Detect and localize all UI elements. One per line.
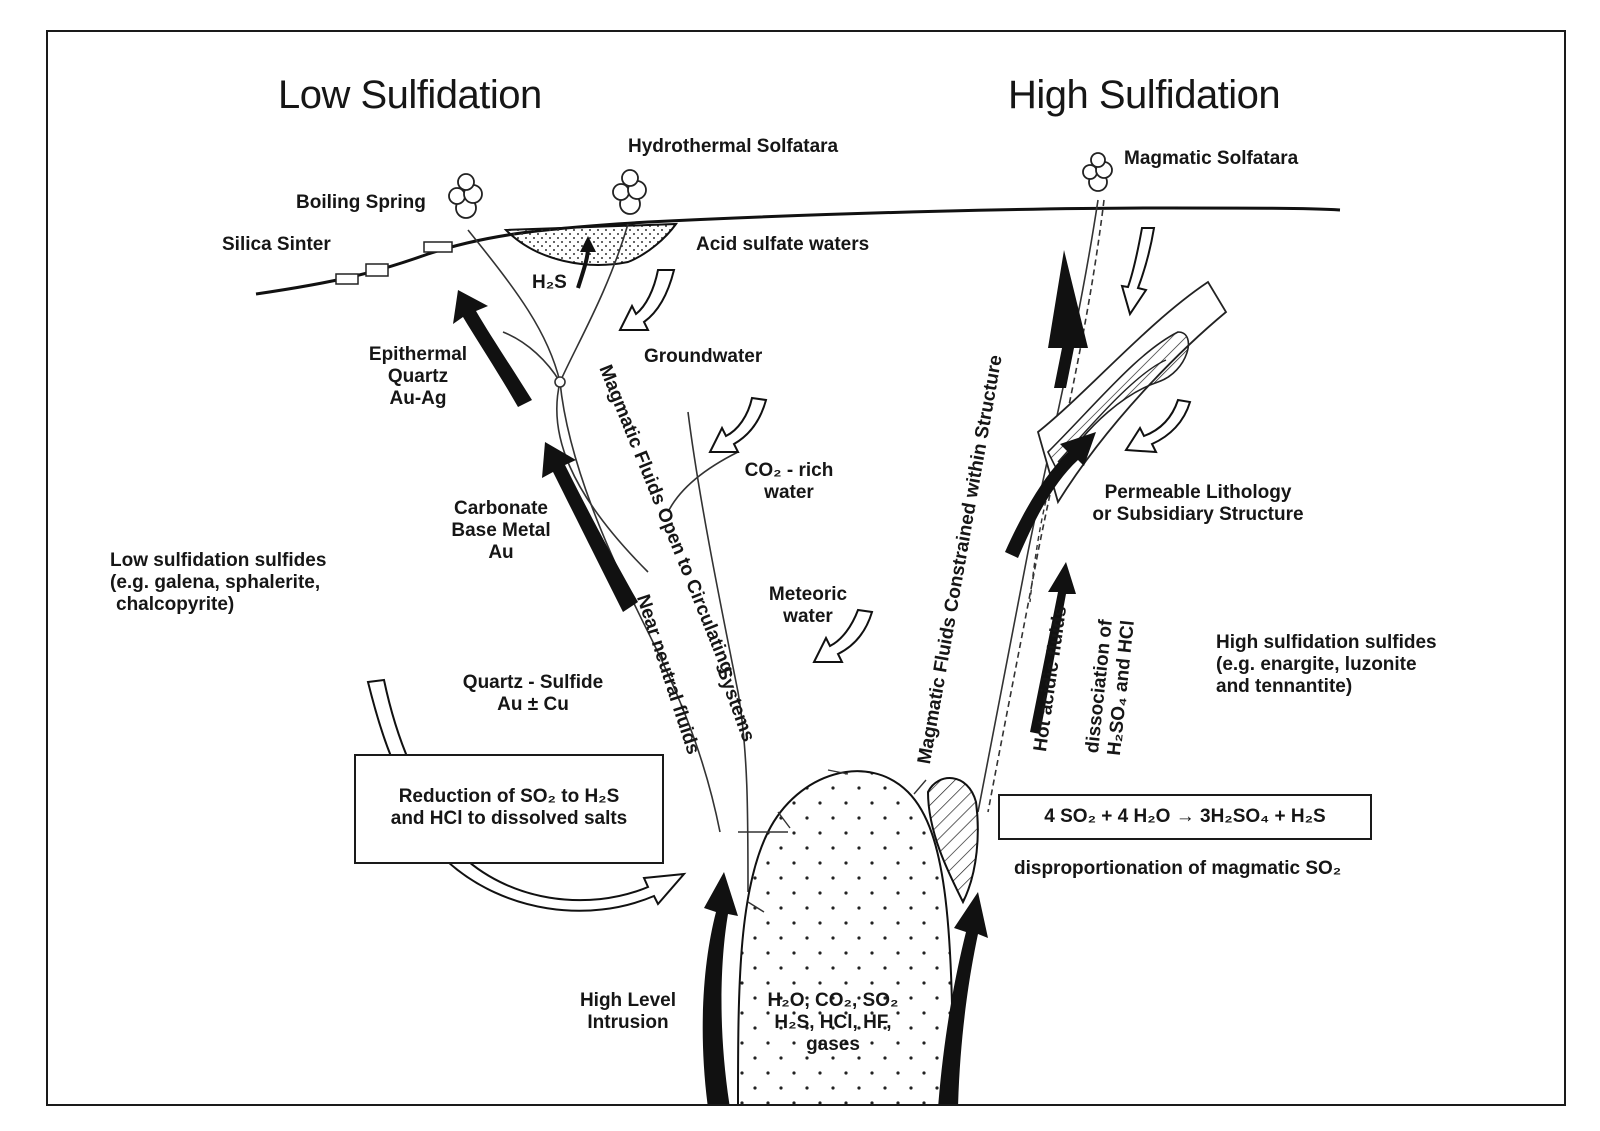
high-level-intrusion (737, 770, 954, 1104)
low-sulfidation-title: Low Sulfidation (278, 73, 542, 117)
high-level-line-1: High Level (579, 990, 677, 1011)
epithermal-line-3: Au-Ag (389, 387, 447, 409)
quartz-sulfide-line-1: Quartz - Sulfide (462, 672, 604, 693)
co2-line-1: CO₂ - rich (744, 460, 834, 481)
reduction-line-2: and HCl to dissolved salts (390, 807, 628, 829)
silica-sinter-blocks (335, 241, 453, 285)
steam-plumes (448, 152, 1113, 219)
equation-text: 4 SO₂ + 4 H₂O → 3H₂SO₄ + H₂S (1044, 806, 1326, 827)
epithermal-label: Epithermal Quartz Au-Ag (358, 344, 478, 410)
groundwater-label: Groundwater (644, 346, 763, 367)
low-sulfides-line-2: (e.g. galena, sphalerite, (110, 571, 321, 593)
carbonate-line-3: Au (488, 541, 514, 563)
sulfidation-diagram-drawing (255, 152, 1341, 1104)
low-sulfidation-conduits (467, 223, 749, 893)
hatched-dome (926, 777, 979, 905)
low-sulfides-line-3: chalcopyrite) (116, 593, 235, 615)
gases-line-1: H₂O, CO₂, SO₂ (767, 990, 899, 1011)
epithermal-line-2: Quartz (387, 365, 449, 387)
high-sulfides-line-3: and tennantite) (1216, 675, 1353, 697)
meteoric-line-2: water (783, 605, 833, 627)
epithermal-line-1: Epithermal (368, 344, 468, 365)
meteoric-line-1: Meteoric (768, 584, 848, 605)
boiling-spring-label: Boiling Spring (296, 192, 426, 213)
ground-surface-line (255, 206, 1341, 296)
high-sulfides-line-1: High sulfidation sulfides (1216, 632, 1437, 653)
co2-rich-water-label: CO₂ - rich water (724, 460, 854, 504)
equation-box: 4 SO₂ + 4 H₂O → 3H₂SO₄ + H₂S (998, 794, 1372, 840)
high-sulfidation-title: High Sulfidation (1008, 73, 1281, 117)
magmatic-solfatara-label: Magmatic Solfatara (1124, 148, 1299, 169)
quartz-sulfide-line-2: Au ± Cu (497, 693, 569, 715)
carbonate-line-2: Base Metal (451, 519, 551, 541)
silica-sinter-label: Silica Sinter (222, 234, 331, 255)
permeable-line-1: Permeable Lithology (1104, 482, 1292, 503)
black-flow-arrows (453, 250, 1096, 1104)
high-level-intrusion-label: High Level Intrusion (568, 990, 688, 1034)
meteoric-water-label: Meteoric water (758, 584, 858, 628)
gases-line-3: gases (806, 1033, 860, 1055)
intrusion-crackle-marks (738, 769, 927, 913)
permeable-lithology-label: Permeable Lithology or Subsidiary Struct… (1078, 482, 1318, 526)
reduction-line-1: Reduction of SO₂ to H₂S (398, 786, 620, 807)
reduction-text: Reduction of SO₂ to H₂S and HCl to disso… (356, 786, 662, 830)
hydrothermal-solfatara-label: Hydrothermal Solfatara (628, 136, 839, 157)
h2s-label: H₂S (532, 272, 567, 293)
high-sulfides-line-2: (e.g. enargite, luzonite (1216, 653, 1417, 675)
acid-sulfate-waters-label: Acid sulfate waters (696, 234, 870, 255)
low-sulfides-line-1: Low sulfidation sulfides (110, 550, 327, 571)
intrusion-gases-label: H₂O, CO₂, SO₂ H₂S, HCl, HF, gases (748, 990, 918, 1056)
carbonate-label: Carbonate Base Metal Au (436, 498, 566, 564)
disproportionation-label: disproportionation of magmatic SO₂ (1014, 858, 1342, 879)
gases-line-2: H₂S, HCl, HF, (774, 1011, 892, 1033)
carbonate-line-1: Carbonate (454, 498, 548, 519)
diagram-frame: Low Sulfidation High Sulfidation Hydroth… (46, 30, 1566, 1106)
high-level-line-2: Intrusion (587, 1011, 669, 1033)
quartz-sulfide-label: Quartz - Sulfide Au ± Cu (458, 672, 608, 716)
hollow-flow-arrows (366, 227, 1192, 912)
reduction-box: Reduction of SO₂ to H₂S and HCl to disso… (354, 754, 664, 864)
low-sulfidation-sulfides-label: Low sulfidation sulfides (e.g. galena, s… (110, 550, 326, 616)
permeable-line-2: or Subsidiary Structure (1092, 503, 1304, 525)
high-sulfidation-sulfides-label: High sulfidation sulfides (e.g. enargite… (1216, 632, 1437, 698)
co2-line-2: water (764, 481, 814, 503)
